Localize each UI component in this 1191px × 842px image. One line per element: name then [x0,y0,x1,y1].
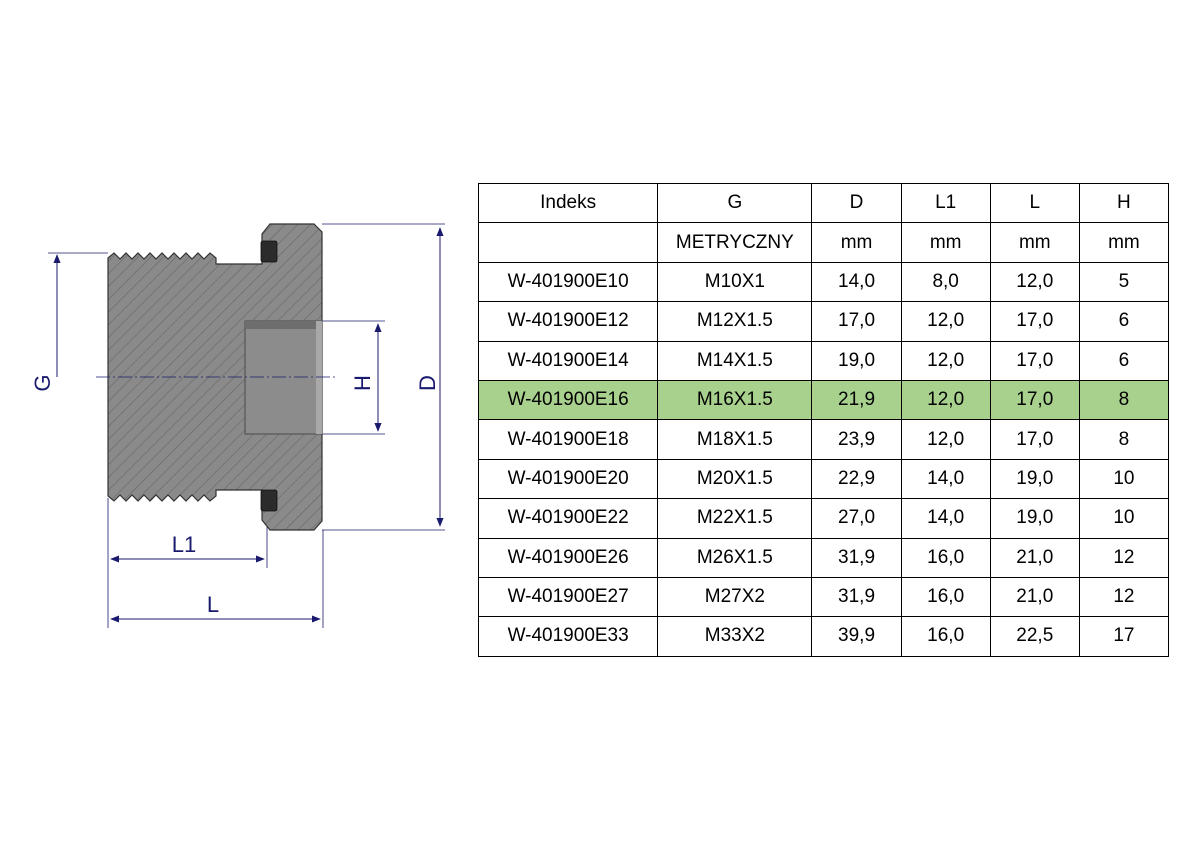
socket-shade [245,321,322,329]
table-row-col-l1: 16,0 [900,616,991,657]
header-row-col-h: H [1078,182,1170,224]
units-row-col-h: mm [1078,222,1170,263]
table-row-col-d: 22,9 [811,458,902,500]
table-row-col-indeks: W-401900E20 [477,458,659,500]
table-row-col-g: M10X1 [657,261,813,303]
table-row-col-h: 6 [1078,340,1170,381]
label-l1: L1 [172,532,196,557]
header-row-col-l: L [989,182,1080,224]
table-row-col-indeks: W-401900E22 [477,498,659,539]
table-row-col-h: 6 [1078,301,1170,342]
table-row-col-indeks: W-401900E33 [477,616,659,657]
table-row-col-l1: 14,0 [900,458,991,500]
seal-ring-bottom [260,489,278,512]
table-row-col-d: 14,0 [811,261,902,303]
table-row-col-indeks: W-401900E26 [477,537,659,578]
table-row-col-g: M16X1.5 [657,379,813,421]
table-row-col-h: 8 [1078,379,1170,421]
table-row-col-indeks: W-401900E14 [477,340,659,381]
table-row-col-l1: 12,0 [900,340,991,381]
table-row-col-g: M18X1.5 [657,419,813,460]
header-row-col-indeks: Indeks [477,182,659,224]
table-row-col-g: M26X1.5 [657,537,813,578]
table-row-col-g: M27X2 [657,576,813,618]
table-row-col-l: 19,0 [989,498,1080,539]
table-row-col-l: 12,0 [989,261,1080,303]
table-row-col-l: 17,0 [989,379,1080,421]
table-row-col-l1: 12,0 [900,301,991,342]
table-row-col-indeks: W-401900E16 [477,379,659,421]
table-row-col-d: 17,0 [811,301,902,342]
table-row-col-d: 21,9 [811,379,902,421]
table-row-col-l: 17,0 [989,340,1080,381]
units-row-col-indeks [477,222,659,263]
header-row-col-g: G [657,182,813,224]
table-row-col-d: 39,9 [811,616,902,657]
table-row-col-g: M20X1.5 [657,458,813,500]
table-row-col-l: 22,5 [989,616,1080,657]
label-h: H [350,375,375,391]
table-row-col-g: M33X2 [657,616,813,657]
header-row-col-d: D [811,182,902,224]
table-row-col-h: 12 [1078,537,1170,578]
hex-socket [244,320,323,435]
table-row-col-l: 21,0 [989,537,1080,578]
table-row-col-h: 10 [1078,498,1170,539]
table-row-col-d: 19,0 [811,340,902,381]
units-row-col-g: METRYCZNY [657,222,813,263]
table-row-col-g: M12X1.5 [657,301,813,342]
table-row-col-l1: 12,0 [900,419,991,460]
label-g: G [30,374,55,391]
table-row-col-indeks: W-401900E27 [477,576,659,618]
units-row-col-d: mm [811,222,902,263]
table-row-col-l1: 16,0 [900,537,991,578]
label-d: D [415,375,440,391]
table-row-col-l: 19,0 [989,458,1080,500]
socket-edge [316,321,322,434]
table-row-col-h: 8 [1078,419,1170,460]
table-row-col-l1: 12,0 [900,379,991,421]
table-row-col-g: M14X1.5 [657,340,813,381]
table-row-col-d: 31,9 [811,576,902,618]
label-l: L [207,592,219,617]
table-row-col-indeks: W-401900E12 [477,301,659,342]
table-row-col-l1: 8,0 [900,261,991,303]
table-row-col-h: 12 [1078,576,1170,618]
table-row-col-indeks: W-401900E10 [477,261,659,303]
table-row-col-l: 17,0 [989,419,1080,460]
table-row-col-l: 21,0 [989,576,1080,618]
units-row-col-l1: mm [900,222,991,263]
table-row-col-indeks: W-401900E18 [477,419,659,460]
table-row-col-d: 23,9 [811,419,902,460]
table-row-col-h: 17 [1078,616,1170,657]
table-row-col-h: 5 [1078,261,1170,303]
seal-ring-top [260,240,278,263]
header-row-col-l1: L1 [900,182,991,224]
table-row-col-l1: 14,0 [900,498,991,539]
table-row-col-d: 27,0 [811,498,902,539]
table-row-col-h: 10 [1078,458,1170,500]
units-row-col-l: mm [989,222,1080,263]
table-row-col-l: 17,0 [989,301,1080,342]
table-row-col-l1: 16,0 [900,576,991,618]
table-row-col-g: M22X1.5 [657,498,813,539]
table-row-col-d: 31,9 [811,537,902,578]
